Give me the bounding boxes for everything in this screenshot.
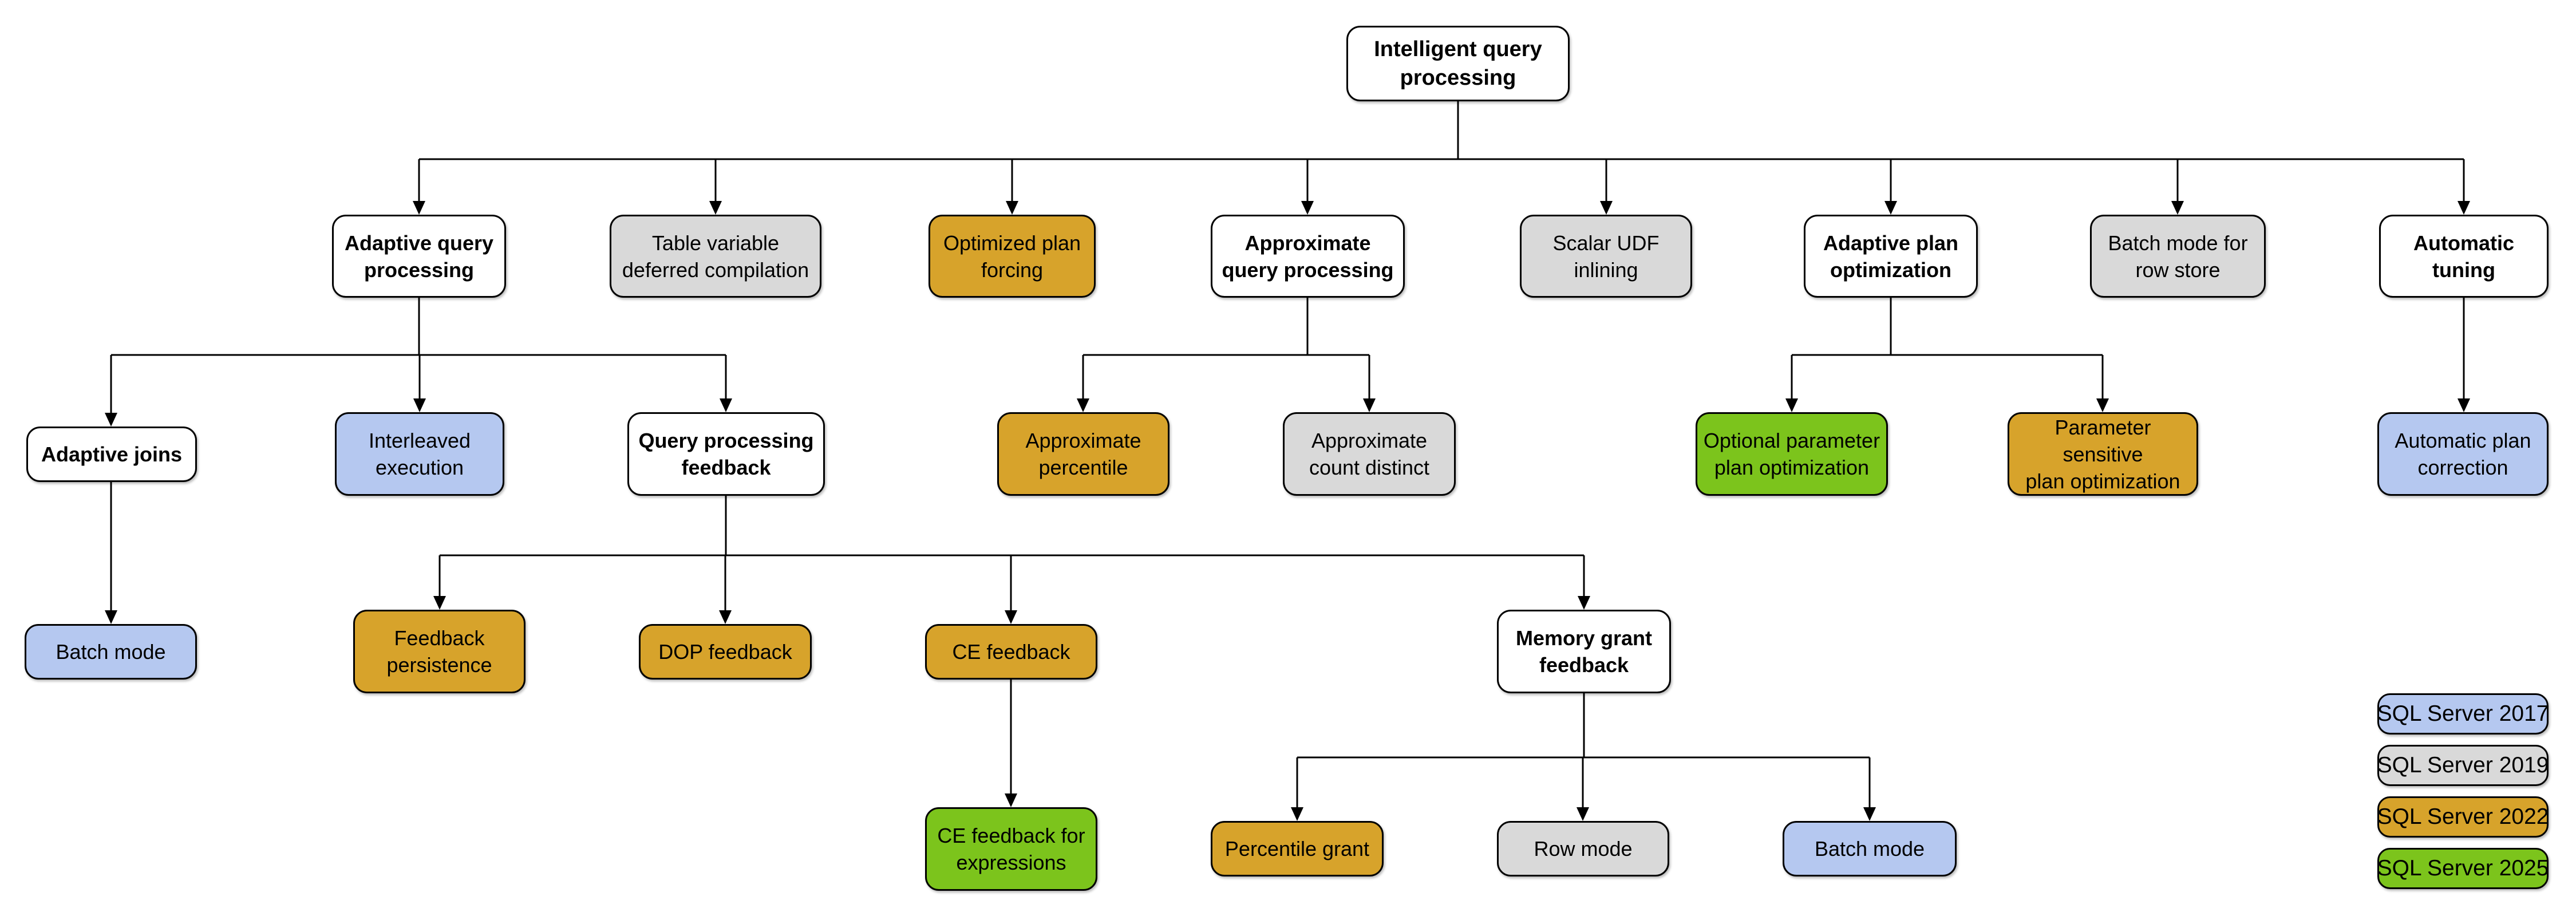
node-adaptive-joins: Adaptive joins [26,427,197,482]
node-automatic-plan-correction: Automatic plan correction [2377,412,2549,496]
arrowhead [1301,201,1314,215]
arrowhead [105,413,117,427]
legend-sql-server-2022: SQL Server 2022 [2377,796,2549,838]
legend-sql-server-2025: SQL Server 2025 [2377,848,2549,889]
legend-sql-server-2017: SQL Server 2017 [2377,693,2549,735]
arrowhead [1884,201,1897,215]
node-feedback-persistence: Feedback persistence [353,610,526,693]
node-adaptive-plan-optimization: Adaptive plan optimization [1804,215,1978,298]
arrowheads [105,201,2470,821]
node-interleaved-execution: Interleaved execution [335,412,504,496]
arrowhead [1863,807,1876,821]
node-query-processing-feedback: Query processing feedback [627,412,825,496]
arrowhead [413,398,426,412]
node-optimized-plan-forcing: Optimized plan forcing [929,215,1096,298]
arrowhead [720,398,732,412]
legend-sql-server-2019: SQL Server 2019 [2377,745,2549,786]
node-ce-feedback: CE feedback [925,624,1097,680]
arrowhead [709,201,722,215]
connector-qpf-children [438,496,1585,611]
node-table-variable-deferred-compilation: Table variable deferred compilation [610,215,821,298]
arrowhead [1005,610,1017,624]
arrowhead [1005,793,1017,807]
node-approximate-percentile: Approximate percentile [997,412,1170,496]
node-dop-feedback: DOP feedback [639,624,812,680]
arrowhead [1006,201,1018,215]
node-automatic-tuning: Automatic tuning [2379,215,2549,298]
arrowhead [1600,201,1613,215]
arrowhead [413,201,425,215]
arrowhead [719,610,732,624]
node-row-mode: Row mode [1497,821,1669,876]
arrowhead [1578,596,1590,610]
arrowhead [2096,398,2109,412]
node-batch-mode-adaptive-joins: Batch mode [25,624,197,680]
arrowhead [1577,807,1589,821]
connector-apo-children [1791,298,2104,400]
node-percentile-grant: Percentile grant [1211,821,1384,876]
arrowhead [1785,398,1798,412]
node-parameter-sensitive-plan-optimization: Parameter sensitive plan optimization [2008,412,2198,496]
connector-aqp-children [110,298,727,414]
arrowhead [433,596,446,610]
node-approximate-count-distinct: Approximate count distinct [1283,412,1456,496]
arrowhead [105,610,117,624]
connector-aqp2-children [1082,298,1370,400]
arrowhead [2458,201,2470,215]
node-batch-mode-for-row-store: Batch mode for row store [2090,215,2266,298]
node-scalar-udf-inlining: Scalar UDF inlining [1520,215,1692,298]
arrowhead [2458,398,2470,412]
arrowhead [1077,398,1089,412]
connector-mgf-children [1296,693,1871,808]
arrowhead [2171,201,2184,215]
node-approximate-query-processing: Approximate query processing [1211,215,1405,298]
node-ce-feedback-for-expressions: CE feedback for expressions [925,807,1097,891]
node-batch-mode-memory-grant: Batch mode [1783,821,1957,876]
node-intelligent-query-processing: Intelligent query processing [1346,26,1570,101]
arrowhead [1291,807,1303,821]
node-optional-parameter-plan-optimization: Optional parameter plan optimization [1696,412,1888,496]
node-memory-grant-feedback: Memory grant feedback [1497,610,1671,693]
connector-root-to-level2 [418,101,2465,202]
node-adaptive-query-processing: Adaptive query processing [332,215,506,298]
arrowhead [1363,398,1376,412]
